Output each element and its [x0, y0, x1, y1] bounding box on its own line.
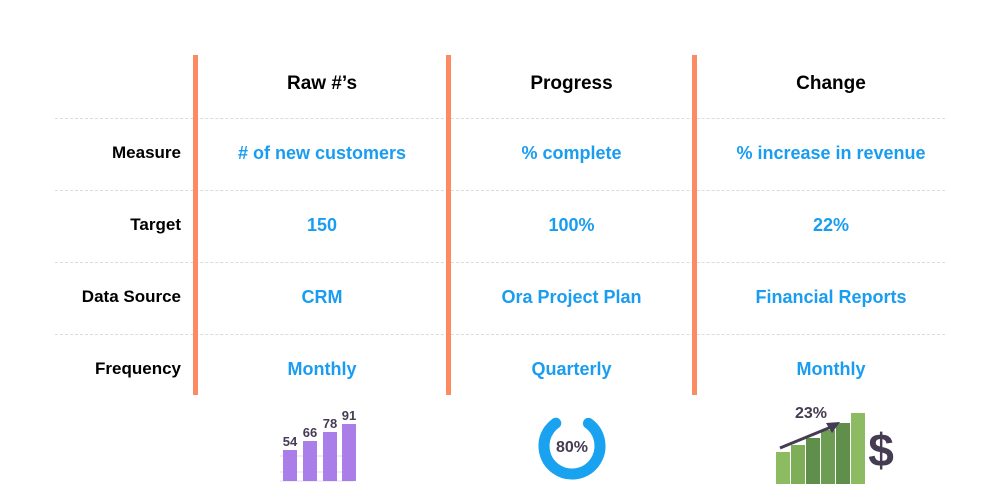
cell-measure-raw-numbers: # of new customers [237, 142, 407, 163]
cell-measure-progress: % complete [521, 142, 622, 163]
cell-data-source-raw-numbers: CRM [301, 286, 343, 307]
bar-label-1: 54 [283, 434, 298, 449]
cell-target-progress: 100% [548, 214, 595, 235]
row-divider-2 [55, 190, 945, 191]
row-label-target: Target [130, 215, 181, 234]
growth-percentage-label: 23% [795, 405, 827, 422]
row-label-measure: Measure [112, 143, 181, 162]
cell-frequency-change: Monthly [796, 358, 866, 379]
icon-cell-raw-numbers: 54 66 78 91 [198, 398, 446, 486]
cell-target-raw-numbers: 150 [306, 214, 338, 235]
bar-label-2: 66 [303, 425, 317, 440]
column-divider-3 [692, 55, 697, 395]
icon-cell-progress: 80% [451, 398, 692, 486]
row-label-frequency: Frequency [95, 359, 181, 378]
column-header-raw-numbers: Raw #’s [286, 73, 358, 94]
row-divider-3 [55, 262, 945, 263]
bar-label-4: 91 [342, 408, 356, 423]
column-header-progress: Progress [530, 73, 613, 94]
cell-frequency-raw-numbers: Monthly [287, 358, 357, 379]
icon-cell-change: 23% $ [697, 398, 965, 486]
row-divider-1 [55, 118, 945, 119]
row-label-data-source: Data Source [81, 287, 181, 306]
donut-progress-icon: 80% [538, 412, 605, 480]
dollar-sign-icon: $ [868, 424, 894, 476]
cell-frequency-progress: Quarterly [531, 358, 612, 379]
donut-center-label: 80% [555, 439, 587, 456]
bar-chart-icon: 54 66 78 91 [280, 408, 356, 482]
row-divider-4 [55, 334, 945, 335]
column-header-change: Change [796, 73, 866, 94]
growth-chart-dollar-icon: 23% $ [776, 405, 894, 484]
cell-data-source-progress: Ora Project Plan [501, 286, 642, 307]
column-divider-1 [193, 55, 198, 395]
cell-data-source-change: Financial Reports [755, 286, 907, 307]
bar-label-3: 78 [323, 416, 337, 431]
column-divider-2 [446, 55, 451, 395]
cell-measure-change: % increase in revenue [736, 142, 926, 163]
cell-target-change: 22% [812, 214, 850, 235]
